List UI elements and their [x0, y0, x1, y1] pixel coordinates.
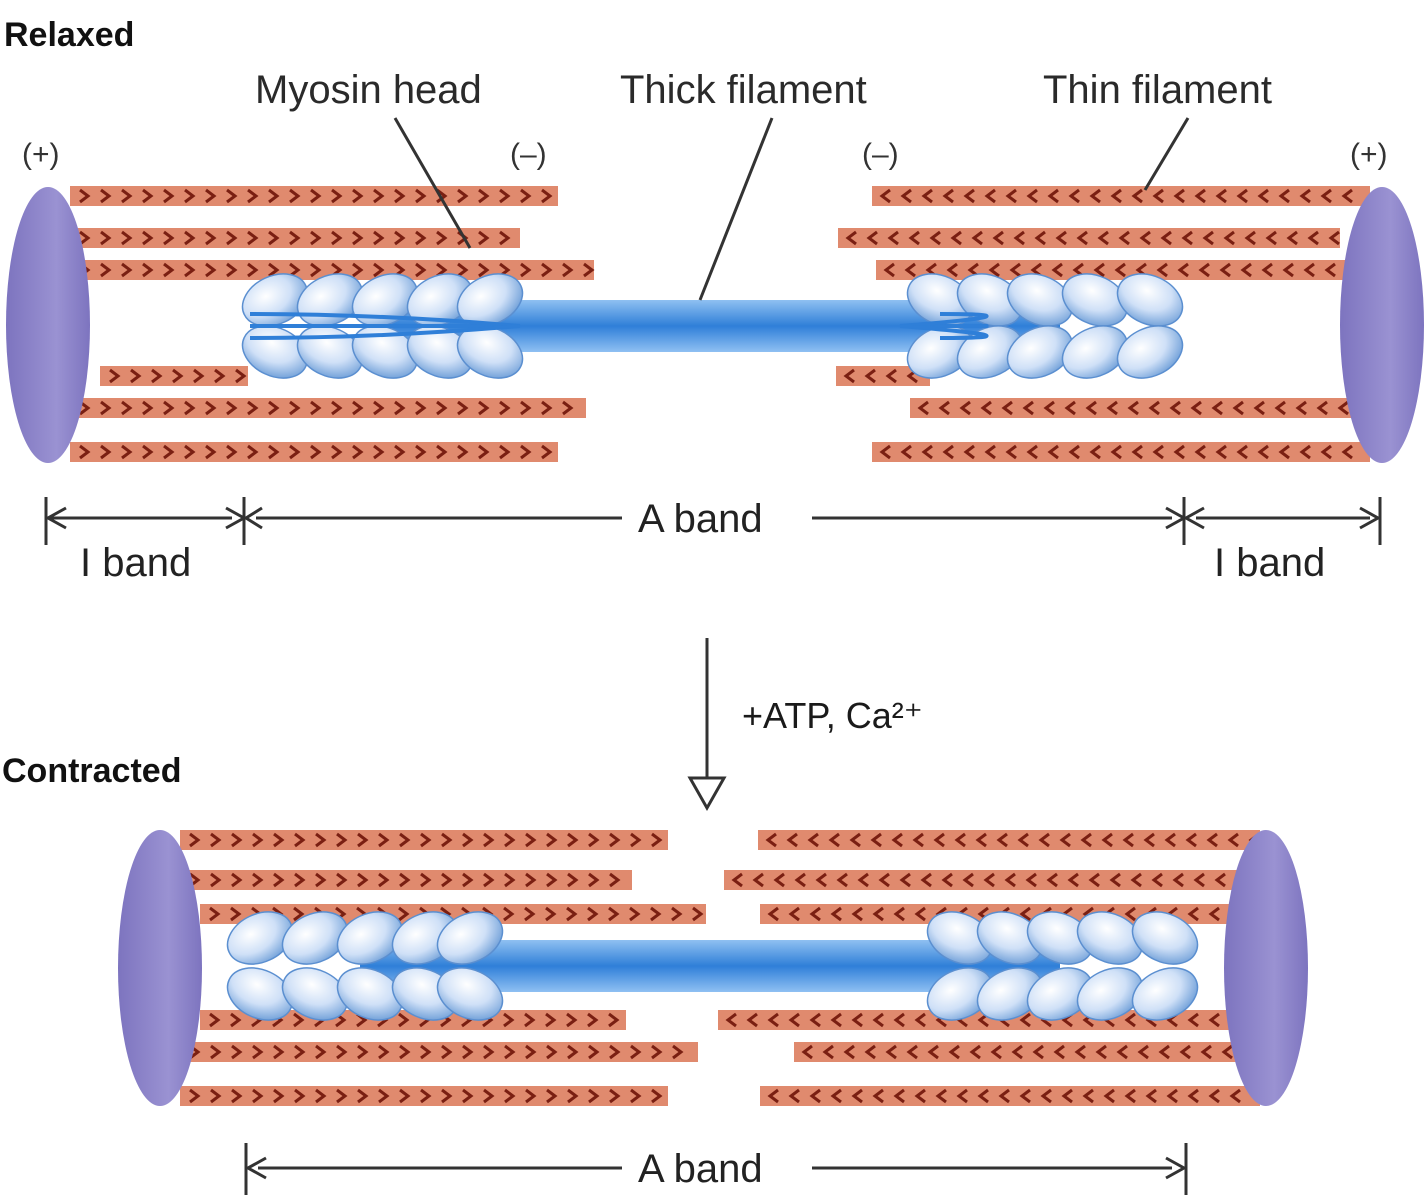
- thin-filament: [872, 186, 1370, 206]
- contracted-z-disc-left: [118, 830, 202, 1106]
- myosin-head: [436, 967, 504, 1021]
- contracted-thick-filament: [226, 911, 1199, 1021]
- myosin-head: [1006, 273, 1074, 327]
- thin-filament: [836, 366, 930, 386]
- myosin-head: [1076, 911, 1144, 965]
- contracted-panel: Contracted A band: [2, 752, 1308, 1195]
- contracted-band-dimensions: [244, 1143, 1188, 1195]
- i-band-left-label: I band: [80, 541, 191, 585]
- contracted-thin-filaments-right: [718, 830, 1300, 1106]
- myosin-head: [1061, 325, 1129, 379]
- myosin-head: [281, 967, 349, 1021]
- thin-filament-leader: [1143, 117, 1190, 191]
- myosin-head: [226, 911, 294, 965]
- thin-filament: [794, 1042, 1280, 1062]
- myosin-head: [1131, 967, 1199, 1021]
- thin-filament: [70, 186, 558, 206]
- myosin-head: [436, 911, 504, 965]
- thin-filament: [180, 830, 668, 850]
- thin-filament: [70, 398, 586, 418]
- thick-filament-leader: [698, 117, 774, 301]
- relaxed-panel: Relaxed Myosin head Thick filament Thin …: [4, 16, 1424, 585]
- myosin-head-label: Myosin head: [255, 68, 482, 112]
- thin-filament: [180, 870, 632, 890]
- polarity-right-minus: (–): [862, 138, 899, 171]
- relaxed-thick-filament: [241, 273, 1184, 379]
- myosin-head: [1061, 273, 1129, 327]
- myosin-head: [1006, 325, 1074, 379]
- relaxed-thin-filaments-right: [836, 186, 1370, 462]
- thin-filament: [724, 870, 1240, 890]
- thin-filament: [876, 260, 1370, 280]
- thin-filament: [180, 1086, 668, 1106]
- thin-filament: [872, 442, 1370, 462]
- thin-filament: [100, 366, 248, 386]
- relaxed-band-dimensions: [44, 497, 1382, 545]
- myosin-head: [456, 325, 524, 379]
- polarity-right-plus: (+): [1350, 138, 1388, 171]
- thin-filament: [838, 228, 1340, 248]
- thin-filament: [760, 1086, 1262, 1106]
- thin-filament: [180, 1042, 698, 1062]
- contracted-myosin-heads: [226, 911, 1199, 1021]
- myosin-head: [1131, 911, 1199, 965]
- transition-arrow-group: +ATP, Ca²⁺: [687, 638, 923, 812]
- i-band-right-label: I band: [1214, 541, 1325, 585]
- myosin-head: [226, 967, 294, 1021]
- relaxed-title: Relaxed: [4, 16, 134, 54]
- thin-filament: [70, 260, 595, 280]
- polarity-left-plus: (+): [22, 138, 60, 171]
- myosin-head: [1116, 273, 1184, 327]
- polarity-left-minus: (–): [510, 138, 547, 171]
- myosin-head-leader: [393, 117, 472, 249]
- relaxed-myosin-heads: [241, 273, 1184, 379]
- contracted-title: Contracted: [2, 752, 181, 790]
- thin-filament: [70, 228, 520, 248]
- myosin-head: [336, 967, 404, 1021]
- thick-filament-label: Thick filament: [620, 68, 867, 112]
- thin-filament: [910, 398, 1370, 418]
- myosin-head: [456, 273, 524, 327]
- relaxed-z-disc-left: [6, 187, 90, 463]
- relaxed-thin-filaments-left: [70, 186, 595, 462]
- contracted-z-disc-right: [1224, 830, 1308, 1106]
- thin-filament: [758, 830, 1260, 850]
- thin-filament: [70, 442, 558, 462]
- transition-label: +ATP, Ca²⁺: [742, 695, 923, 736]
- myosin-head: [281, 911, 349, 965]
- thin-filament-label: Thin filament: [1043, 68, 1272, 112]
- myosin-head: [1076, 967, 1144, 1021]
- myosin-head: [1116, 325, 1184, 379]
- a-band-relaxed-label: A band: [638, 497, 763, 541]
- relaxed-z-disc-right: [1340, 187, 1424, 463]
- myosin-head: [336, 911, 404, 965]
- a-band-contracted-label: A band: [638, 1147, 763, 1191]
- transition-arrowhead: [687, 776, 727, 812]
